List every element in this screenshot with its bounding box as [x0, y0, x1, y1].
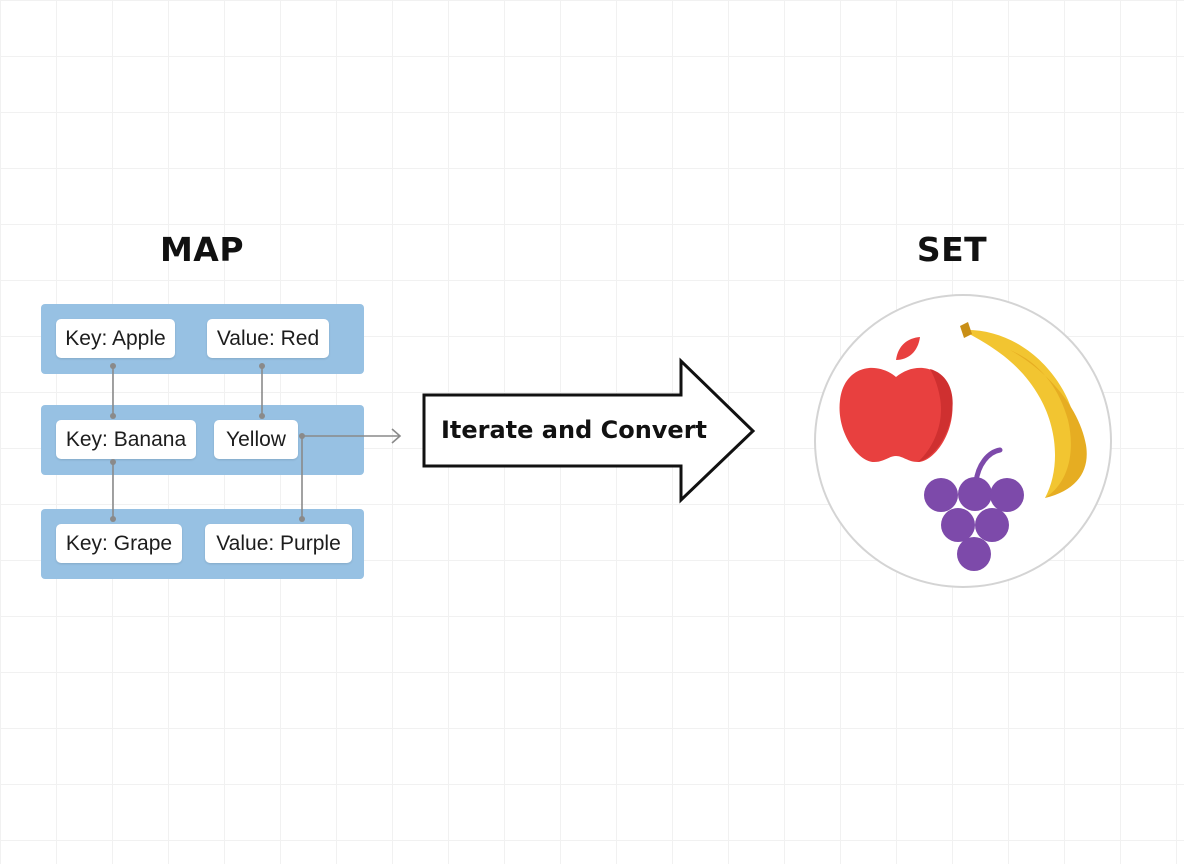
map-entry-row: Key: Apple Value: Red [41, 304, 364, 374]
map-entry-row: Key: Banana Yellow [41, 405, 364, 475]
map-key-pill: Key: Banana [56, 420, 196, 459]
grapes-icon [924, 447, 1024, 571]
conversion-arrow [422, 357, 756, 504]
apple-icon [839, 337, 953, 462]
set-title: SET [916, 230, 988, 269]
connector-dot [299, 516, 305, 522]
connector-dot [110, 413, 116, 419]
map-value-pill: Value: Red [207, 319, 329, 358]
map-value-pill: Yellow [214, 420, 298, 459]
map-key-pill: Key: Grape [56, 524, 182, 563]
connector-dot [259, 413, 265, 419]
connector-dot [110, 363, 116, 369]
banana-icon [960, 322, 1087, 498]
connector-dot [110, 516, 116, 522]
map-key-pill: Key: Apple [56, 319, 175, 358]
connector-dot [259, 363, 265, 369]
connector-dot [110, 459, 116, 465]
connector-arrow-head [391, 428, 402, 444]
connector-dot [299, 433, 305, 439]
conversion-arrow-label: Iterate and Convert [440, 416, 708, 444]
map-title: MAP [159, 230, 245, 269]
map-entry-row: Key: Grape Value: Purple [41, 509, 364, 579]
map-value-pill: Value: Purple [205, 524, 352, 563]
